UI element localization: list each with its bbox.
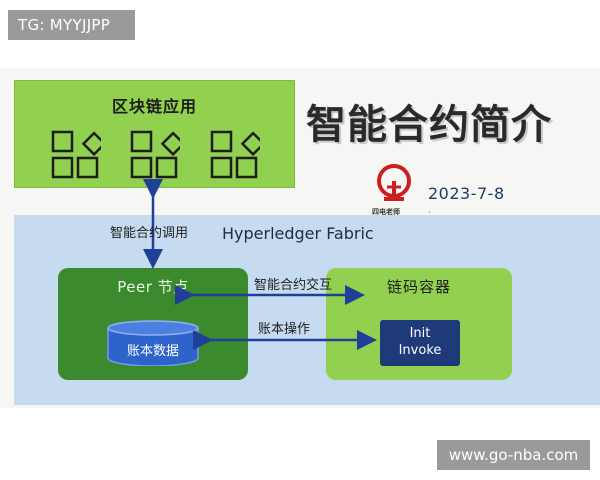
logo-dot: · [428,208,431,217]
watermark-bottom: www.go-nba.com [437,440,590,470]
fabric-title: Hyperledger Fabric [222,224,374,243]
app-icon [130,130,180,179]
peer-node-title: Peer 节点 [117,278,189,296]
init-invoke-box: Init Invoke [380,320,460,366]
contract-interact-label: 智能合约交互 [254,278,333,293]
connector-arrows [143,179,377,350]
railway-logo [377,164,411,201]
slide-photo: 区块链应用 智能合约简介 四电老师 · 2023-7-8 Hyperledger [0,68,600,408]
slide-date: 2023-7-8 [428,184,505,203]
app-icon [51,130,101,179]
init-label: Init [409,326,431,341]
peer-node: Peer 节点 账本数据 [58,268,248,380]
ledger-database-icon [107,320,199,366]
app-layer-title: 区块链应用 [111,97,197,116]
app-icon [210,130,260,179]
ledger-data-label: 账本数据 [126,344,179,359]
slide-title: 智能合约简介 [306,102,552,148]
invoke-label: Invoke [398,343,442,358]
blockchain-app-layer: 区块链应用 [14,80,295,188]
watermark-top: TG: MYYJJPP [8,10,135,40]
ledger-operation-label: 账本操作 [258,322,311,337]
contract-call-label: 智能合约调用 [110,226,189,241]
chaincode-container-title: 链码容器 [386,278,451,296]
logo-caption: 四电老师 [372,208,400,216]
